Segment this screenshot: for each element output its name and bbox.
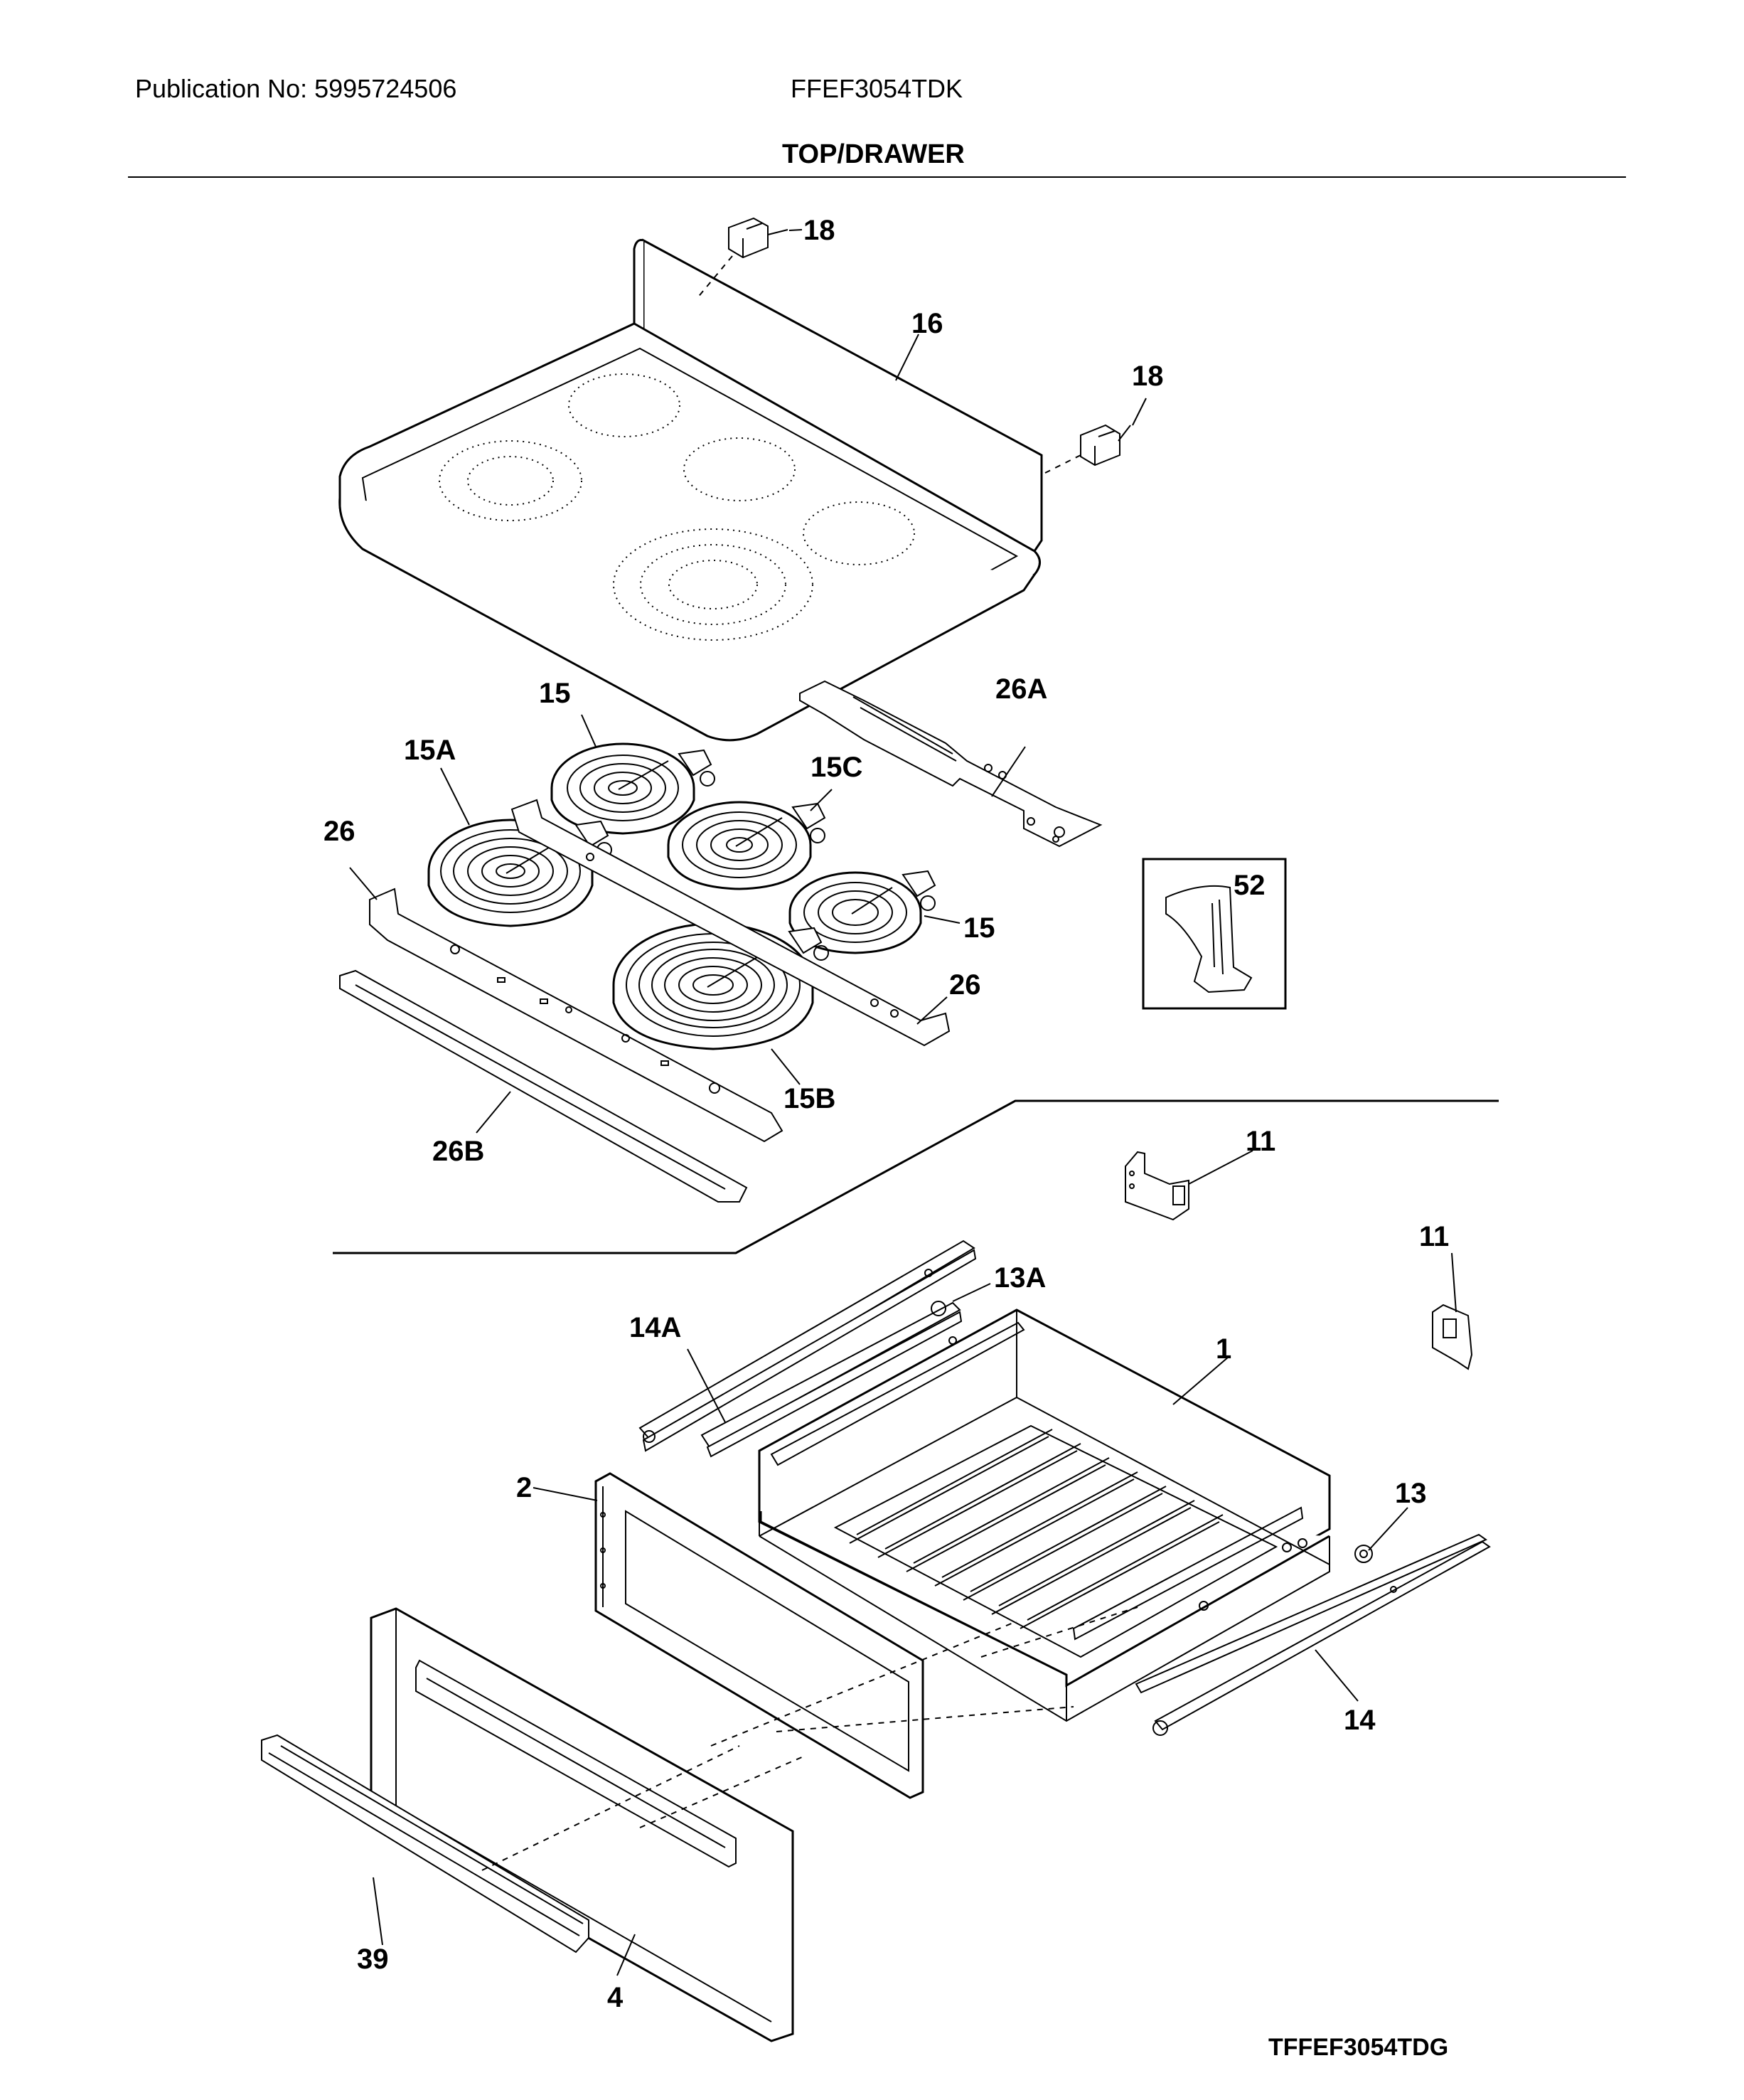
label-18-top[interactable]: 18 bbox=[803, 215, 835, 246]
heating-element-15-right[interactable] bbox=[788, 870, 936, 954]
bracket-11-right[interactable] bbox=[1432, 1304, 1473, 1370]
trim-26B[interactable] bbox=[339, 969, 748, 1203]
bracket-18-top[interactable] bbox=[696, 217, 788, 299]
bracket-18-right[interactable] bbox=[1044, 424, 1131, 474]
heating-element-15C[interactable] bbox=[667, 801, 826, 890]
label-15B[interactable]: 15B bbox=[783, 1083, 835, 1114]
label-26B[interactable]: 26B bbox=[432, 1136, 484, 1167]
label-15-right[interactable]: 15 bbox=[963, 912, 995, 944]
rail-26-left[interactable] bbox=[369, 888, 783, 1143]
label-2[interactable]: 2 bbox=[516, 1472, 532, 1503]
label-26A[interactable]: 26A bbox=[995, 673, 1047, 705]
label-15-top[interactable]: 15 bbox=[539, 678, 571, 709]
label-1[interactable]: 1 bbox=[1216, 1333, 1231, 1365]
heating-element-15A[interactable] bbox=[427, 819, 612, 927]
label-14A[interactable]: 14A bbox=[629, 1312, 681, 1343]
label-39[interactable]: 39 bbox=[357, 1944, 389, 1975]
model-number: FFEF3054TDK bbox=[791, 74, 963, 103]
heating-element-15B[interactable] bbox=[612, 922, 829, 1050]
cooktop-glass-top[interactable] bbox=[338, 238, 1043, 742]
label-18-right[interactable]: 18 bbox=[1132, 361, 1164, 392]
roller-13[interactable] bbox=[1354, 1545, 1373, 1563]
drawer-back-panel[interactable] bbox=[594, 1472, 924, 1799]
section-divider bbox=[333, 1099, 1499, 1254]
drawer-trim-39[interactable] bbox=[261, 1734, 589, 1954]
label-13A[interactable]: 13A bbox=[994, 1262, 1046, 1294]
label-11-left[interactable]: 11 bbox=[1246, 1126, 1275, 1157]
label-15A[interactable]: 15A bbox=[404, 735, 456, 766]
bracket-11-left[interactable] bbox=[1125, 1151, 1189, 1221]
slide-14A[interactable] bbox=[638, 1240, 977, 1452]
label-4[interactable]: 4 bbox=[607, 1982, 624, 2013]
label-14[interactable]: 14 bbox=[1344, 1705, 1376, 1736]
publication-number: Publication No: 5995724506 bbox=[135, 74, 457, 103]
label-11-right[interactable]: 11 bbox=[1419, 1221, 1449, 1252]
drawer-body[interactable] bbox=[758, 1308, 1331, 1722]
label-16[interactable]: 16 bbox=[911, 308, 943, 339]
label-13[interactable]: 13 bbox=[1395, 1478, 1427, 1509]
bracket-26A[interactable] bbox=[799, 680, 1103, 848]
assembly-guides bbox=[481, 1606, 1138, 1871]
label-26-left[interactable]: 26 bbox=[323, 816, 355, 847]
section-title: TOP/DRAWER bbox=[782, 139, 965, 169]
diagram-reference-code: TFFEF3054TDG bbox=[1268, 2034, 1449, 2061]
slide-13A[interactable] bbox=[700, 1301, 963, 1458]
rail-26-right[interactable] bbox=[510, 799, 951, 1047]
label-15C[interactable]: 15C bbox=[811, 752, 862, 783]
label-52[interactable]: 52 bbox=[1234, 870, 1266, 901]
part-labels: 18 16 18 15 26A 15A 15C 26 52 15 26 15B … bbox=[323, 215, 1449, 2013]
part-52-box[interactable] bbox=[1142, 858, 1287, 1010]
slide-14[interactable] bbox=[1135, 1533, 1491, 1736]
leader-lines bbox=[349, 229, 1457, 1976]
label-26-right[interactable]: 26 bbox=[949, 969, 981, 1001]
header-divider bbox=[128, 176, 1626, 178]
heating-element-15-top[interactable] bbox=[550, 742, 715, 835]
